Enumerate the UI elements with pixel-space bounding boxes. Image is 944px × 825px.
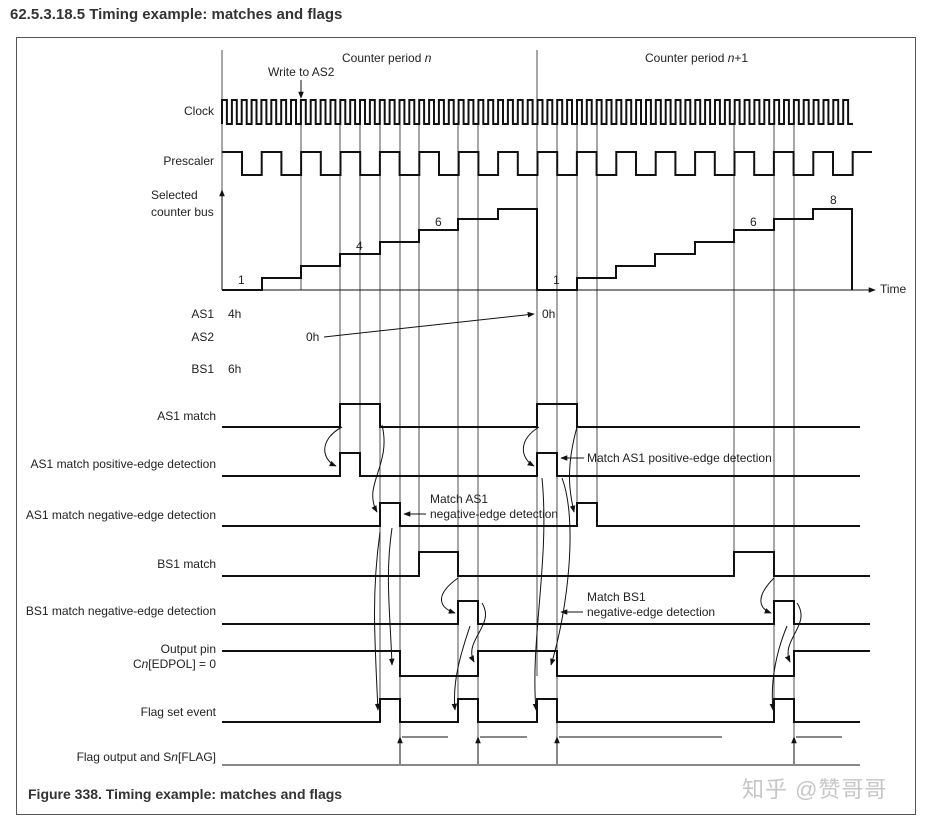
bs1-match-waveform: [222, 551, 870, 577]
counter-value-4: 4: [356, 239, 363, 253]
as1-match-label: AS1 match: [157, 409, 216, 423]
as1-neg-edge-waveform: [222, 502, 860, 527]
cause-arrow-14: [769, 625, 788, 711]
cause-arrow-13: [784, 602, 802, 663]
output-pin-label-2: Cn[EDPOL] = 0: [133, 657, 216, 671]
cause-arrow-5: [441, 577, 459, 614]
as1-initial-value: 4h: [228, 307, 241, 321]
as2-to-as1-transfer-arrow: [323, 311, 535, 338]
time-axis-label: Time: [880, 282, 907, 296]
bs1-initial-value: 6h: [228, 362, 241, 376]
counter-value-8: 8: [830, 193, 837, 207]
bs1-register-label: BS1: [191, 362, 214, 376]
match-as1-neg-annotation-2: negative-edge detection: [430, 507, 558, 521]
as2-initial-value: 0h: [306, 330, 319, 344]
causality-arrows: [324, 424, 802, 711]
as1-match-waveform: [222, 403, 860, 428]
as1-neg-edge-label: AS1 match negative-edge detection: [26, 508, 216, 522]
flag-output-marks: [222, 736, 860, 766]
write-to-as2-label: Write to AS2: [268, 65, 335, 79]
output-pin-waveform: [222, 650, 870, 677]
clock-label: Clock: [184, 104, 215, 118]
watermark: 知乎 @赞哥哥: [742, 777, 888, 802]
counter-period-n-label: Counter period n: [342, 51, 432, 65]
as1-register-label: AS1: [191, 307, 214, 321]
prescaler-waveform: [222, 151, 872, 176]
prescaler-label: Prescaler: [163, 154, 214, 168]
clock-waveform: [221, 99, 853, 125]
flag-set-label: Flag set event: [141, 705, 217, 719]
counter-value-1: 1: [238, 273, 245, 287]
cause-arrow-2: [371, 424, 385, 513]
figure-caption: Figure 338. Timing example: matches and …: [28, 786, 343, 802]
as1-pos-edge-waveform: [222, 452, 860, 477]
match-bs1-neg-annotation-2: negative-edge detection: [587, 605, 715, 619]
counter-value-6-period2: 6: [750, 215, 757, 229]
cause-arrow-3: [387, 527, 395, 666]
cause-arrow-10: [550, 477, 571, 666]
cause-arrow-6: [468, 602, 486, 663]
match-as1-neg-annotation-1: Match AS1: [430, 492, 488, 506]
cause-arrow-1: [324, 426, 343, 467]
counter-period-n1-label: Counter period n+1: [645, 51, 748, 65]
as2-register-label: AS2: [191, 330, 214, 344]
match-bs1-neg-annotation-1: Match BS1: [587, 590, 646, 604]
cause-arrow-9: [569, 426, 578, 513]
counter-values: 1 4 6 1 6 8: [238, 193, 837, 287]
cause-arrow-8: [522, 426, 540, 467]
counter-bus-label-2: counter bus: [151, 205, 214, 219]
cause-arrow-11: [532, 477, 545, 711]
cause-arrow-7: [451, 625, 471, 711]
section-heading: 62.5.3.18.5 Timing example: matches and …: [10, 6, 343, 23]
flag-output-label: Flag output and Sn[FLAG]: [77, 750, 216, 764]
figure-frame: [16, 37, 916, 815]
output-pin-label-1: Output pin: [161, 642, 216, 656]
cause-arrow-12: [760, 577, 775, 614]
as1-new-value: 0h: [542, 307, 555, 321]
cause-arrow-4: [374, 531, 381, 711]
flag-set-waveform: [222, 698, 860, 723]
guide-lines: [221, 50, 795, 764]
as1-pos-edge-label: AS1 match positive-edge detection: [31, 457, 216, 471]
counter-value-1-period2: 1: [553, 273, 560, 287]
counter-bus-staircase: [222, 208, 853, 291]
counter-bus-label-1: Selected: [151, 188, 198, 202]
bs1-neg-edge-label: BS1 match negative-edge detection: [26, 604, 216, 618]
counter-value-6: 6: [435, 215, 442, 229]
signal-labels: Clock Prescaler Selected counter bus AS1…: [26, 104, 217, 764]
bs1-match-label: BS1 match: [157, 557, 216, 571]
bs1-neg-edge-waveform: [222, 600, 870, 625]
match-as1-pos-annotation: Match AS1 positive-edge detection: [587, 451, 772, 465]
